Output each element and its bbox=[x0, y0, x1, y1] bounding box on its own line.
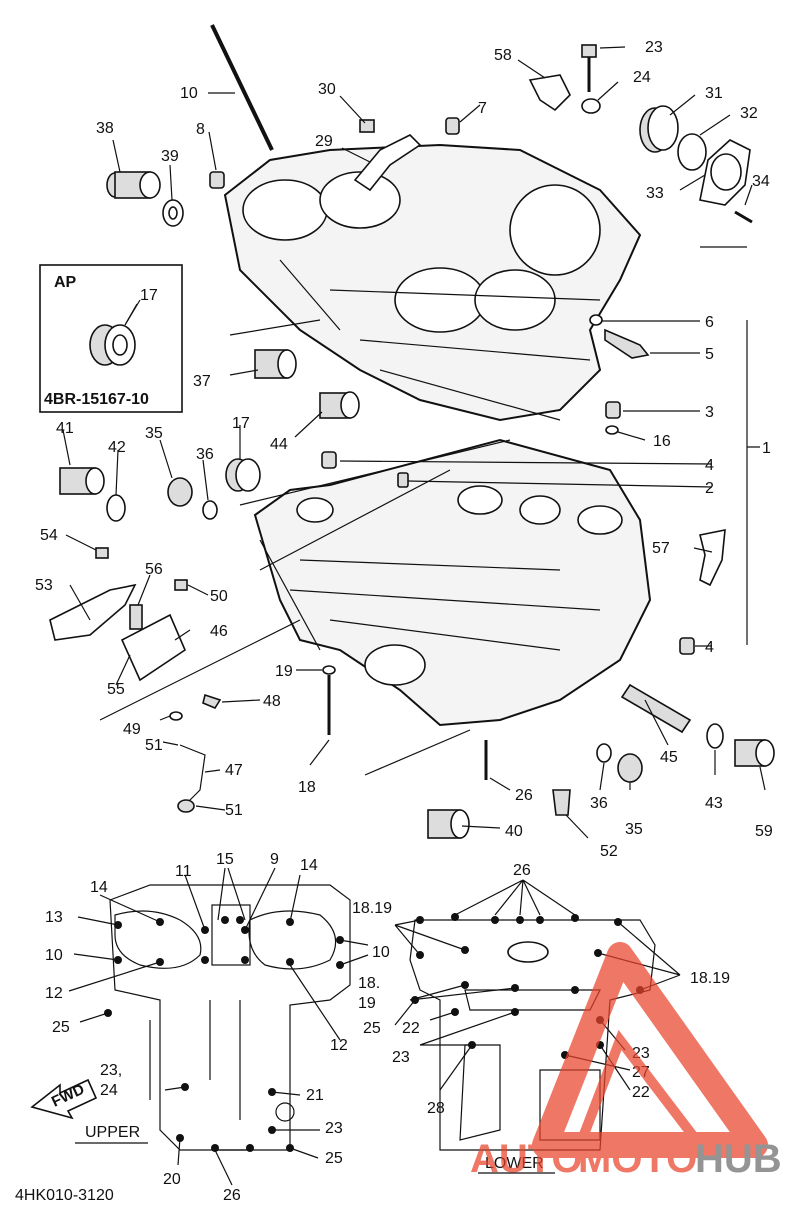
callout: 51 bbox=[145, 737, 163, 754]
callout: 19 bbox=[358, 995, 376, 1012]
callout: 20 bbox=[163, 1171, 181, 1188]
callout: 58 bbox=[494, 47, 512, 64]
callout: 7 bbox=[478, 100, 487, 117]
ap-title: AP bbox=[54, 274, 77, 291]
callout: 47 bbox=[225, 762, 243, 779]
callout: 54 bbox=[40, 527, 58, 544]
callout: 6 bbox=[705, 314, 714, 331]
callout: 44 bbox=[270, 436, 288, 453]
upper-label: UPPER bbox=[85, 1124, 140, 1141]
ap-callout: 17 bbox=[140, 287, 158, 304]
callout: 35 bbox=[625, 821, 643, 838]
callout: 9 bbox=[270, 851, 279, 868]
callout: 36 bbox=[196, 446, 214, 463]
callout: 25 bbox=[325, 1150, 343, 1167]
callout: 15 bbox=[216, 851, 234, 868]
watermark-text-auto: AUTO bbox=[470, 1137, 583, 1181]
callout: 8 bbox=[196, 121, 205, 138]
callout: 12 bbox=[330, 1037, 348, 1054]
callout: 49 bbox=[123, 721, 141, 738]
callout: 17 bbox=[232, 415, 250, 432]
lower-crankcase bbox=[253, 438, 652, 727]
callout: 23 bbox=[645, 39, 663, 56]
callout: 29 bbox=[315, 133, 333, 150]
callout: 22 bbox=[402, 1020, 420, 1037]
callout: 14 bbox=[90, 879, 108, 896]
callout: 24 bbox=[633, 69, 651, 86]
callout: 51 bbox=[225, 802, 243, 819]
lower-label: LOWER bbox=[485, 1155, 544, 1172]
callout: 31 bbox=[705, 85, 723, 102]
callout: 39 bbox=[161, 148, 179, 165]
callout: 23 bbox=[325, 1120, 343, 1137]
leader-lines bbox=[62, 46, 766, 839]
callout: 26 bbox=[223, 1187, 241, 1204]
callout: 50 bbox=[210, 588, 228, 605]
callout: 26 bbox=[513, 862, 531, 879]
callout: 16 bbox=[653, 433, 671, 450]
callout: 26 bbox=[515, 787, 533, 804]
callout: 4 bbox=[705, 639, 714, 656]
callouts-main: 10 8 38 39 30 29 7 58 23 24 31 32 33 34 … bbox=[35, 39, 773, 860]
callout: 42 bbox=[108, 439, 126, 456]
automotohub-watermark: AUTO MOTO HUB bbox=[470, 942, 782, 1181]
callout: 38 bbox=[96, 120, 114, 137]
callout: 40 bbox=[505, 823, 523, 840]
callout: 57 bbox=[652, 540, 670, 557]
upper-view: 15 11 9 14 14 13 10 10 12 12 25 23, 24 2… bbox=[30, 851, 390, 1204]
callout: 10 bbox=[180, 85, 198, 102]
ap-inset-box: AP 17 4BR-15167-10 bbox=[39, 264, 183, 413]
callout: 2 bbox=[705, 480, 714, 497]
callout: 53 bbox=[35, 577, 53, 594]
callout: 19 bbox=[275, 663, 293, 680]
callout: 11 bbox=[175, 863, 192, 880]
callout: 18 bbox=[298, 779, 316, 796]
lower-view: 26 18.19 18.19 18. 19 25 22 23 28 23 27 … bbox=[352, 862, 730, 1174]
callout: 24 bbox=[100, 1082, 118, 1099]
callout: 37 bbox=[193, 373, 211, 390]
callout: 28 bbox=[427, 1100, 445, 1117]
callout: 25 bbox=[363, 1020, 381, 1037]
callout: 22 bbox=[632, 1084, 650, 1101]
callout: 13 bbox=[45, 909, 63, 926]
callout: 10 bbox=[45, 947, 63, 964]
callout: 21 bbox=[306, 1087, 324, 1104]
callout: 18.19 bbox=[690, 970, 730, 987]
callout: 25 bbox=[52, 1019, 70, 1036]
watermark-text-moto: MOTO bbox=[578, 1137, 697, 1181]
callout: 46 bbox=[210, 623, 228, 640]
callout: 30 bbox=[318, 81, 336, 98]
callout: 18. bbox=[358, 975, 380, 992]
callout: 59 bbox=[755, 823, 773, 840]
ap-part-number: 4BR-15167-10 bbox=[44, 391, 149, 408]
callout: 14 bbox=[300, 857, 318, 874]
callout: 5 bbox=[705, 346, 714, 363]
callout: 3 bbox=[705, 404, 714, 421]
callout: 48 bbox=[263, 693, 281, 710]
callout: 52 bbox=[600, 843, 618, 860]
callout: 4 bbox=[705, 457, 714, 474]
upper-crankcase bbox=[223, 143, 642, 422]
watermark-text-hub: HUB bbox=[695, 1137, 782, 1181]
fwd-arrow-icon: FWD bbox=[30, 1078, 98, 1120]
callout: 35 bbox=[145, 425, 163, 442]
callout: 33 bbox=[646, 185, 664, 202]
diagram-code: 4HK010-3120 bbox=[15, 1187, 114, 1204]
callout: 12 bbox=[45, 985, 63, 1002]
callout: 1 bbox=[762, 440, 771, 457]
callout: 10 bbox=[372, 944, 390, 961]
callout: 55 bbox=[107, 681, 125, 698]
callout: 32 bbox=[740, 105, 758, 122]
callout: 43 bbox=[705, 795, 723, 812]
callout: 18.19 bbox=[352, 900, 392, 917]
callout: 34 bbox=[752, 173, 770, 190]
callout: 45 bbox=[660, 749, 678, 766]
callout: 56 bbox=[145, 561, 163, 578]
callout: 23 bbox=[392, 1049, 410, 1066]
callout: 36 bbox=[590, 795, 608, 812]
callout: 41 bbox=[56, 420, 74, 437]
callout: 23, bbox=[100, 1062, 122, 1079]
